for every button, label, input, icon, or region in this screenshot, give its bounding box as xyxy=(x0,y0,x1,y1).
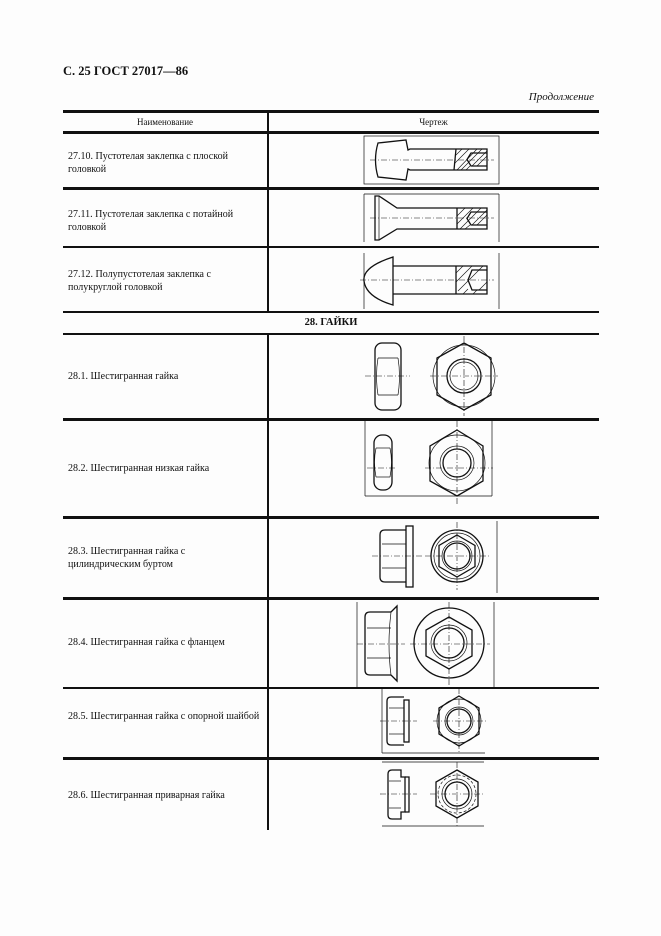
table-row-name: 28.1. Шестигранная гайка xyxy=(68,371,179,382)
table-row-name: 28.6. Шестигранная приварная гайка xyxy=(68,790,225,801)
table-row-name: 28.5. Шестигранная гайка с опорной шайбо… xyxy=(68,711,260,722)
row-rule xyxy=(63,516,599,519)
low-hex-nut-drawing xyxy=(364,421,493,506)
continued-label: Продолжение xyxy=(528,91,594,103)
section-title-nuts: 28. ГАЙКИ xyxy=(304,317,358,328)
row-rule xyxy=(63,418,599,421)
hex-flange-nut-drawing xyxy=(356,602,495,688)
table-row-name: 28.2. Шестигранная низкая гайка xyxy=(68,463,210,474)
row-rule xyxy=(63,187,599,190)
column-header-name: Наименование xyxy=(136,117,194,127)
table-row-name: 27.10. Пустотелая заклепка с плоской гол… xyxy=(68,151,228,175)
row-rule xyxy=(63,333,599,335)
column-header-drawing: Чертеж xyxy=(419,117,448,127)
table-row-name: 27.12. Полупустотелая заклепка с полукру… xyxy=(68,269,211,293)
column-divider xyxy=(267,333,269,830)
table-top-rule xyxy=(63,110,599,113)
table-row-name: 28.3. Шестигранная гайка с цилиндрически… xyxy=(68,546,186,570)
row-rule xyxy=(63,687,599,689)
hollow-rivet-countersunk-head-drawing xyxy=(363,193,500,242)
column-divider xyxy=(267,110,269,312)
row-rule xyxy=(63,757,599,760)
hex-weld-nut-drawing xyxy=(380,761,485,828)
table-row-name: 27.11. Пустотелая заклепка с потайной го… xyxy=(68,209,234,233)
semi-hollow-rivet-round-head-drawing xyxy=(360,253,500,309)
row-rule xyxy=(63,311,599,313)
hex-nut-cylindrical-collar-drawing xyxy=(372,521,498,593)
table-row-name: 28.4. Шестигранная гайка с фланцем xyxy=(68,637,225,648)
page-header: С. 25 ГОСТ 27017—86 xyxy=(63,64,189,78)
row-rule xyxy=(63,246,599,248)
row-rule xyxy=(63,597,599,600)
header-bottom-rule xyxy=(63,131,599,134)
hollow-rivet-flat-head-drawing xyxy=(363,135,500,185)
hex-nut-drawing xyxy=(365,336,498,416)
hex-nut-with-washer-drawing xyxy=(380,688,487,754)
